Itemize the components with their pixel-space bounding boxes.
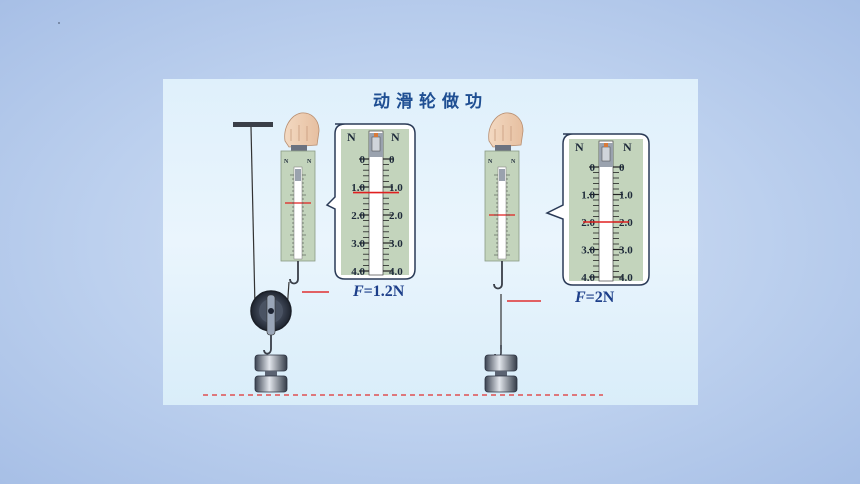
svg-text:N: N <box>307 159 312 165</box>
scale-label: 4.0 <box>581 272 595 284</box>
unit-left-b: N <box>391 130 400 144</box>
zoom-callout-right: 0 0 1.0 1.0 2.0 2.0 3.0 3.0 4.0 4.0 N N <box>545 133 650 286</box>
scale-label: 2.0 <box>351 210 365 222</box>
unit-right-a: N <box>575 140 584 154</box>
hand-right <box>488 112 524 148</box>
scale-label: 2.0 <box>389 210 403 222</box>
scale-label: 2.0 <box>619 217 633 229</box>
scale-label: 3.0 <box>619 245 633 257</box>
movable-pulley <box>250 290 292 336</box>
scale-label: 4.0 <box>389 266 403 278</box>
scale-label: 1.0 <box>581 190 595 202</box>
scale-label: 3.0 <box>581 245 595 257</box>
svg-text:N: N <box>488 159 493 165</box>
spring-scale-right: N N <box>484 145 520 262</box>
weights-left <box>254 354 288 393</box>
force-label-right: F=2N <box>575 289 614 307</box>
stray-dot <box>58 22 60 24</box>
svg-text:N: N <box>284 159 289 165</box>
spring-scale-left: N N <box>280 145 316 262</box>
pulley-hook <box>263 335 272 355</box>
fixed-rope <box>250 126 256 308</box>
svg-text:N: N <box>511 159 516 165</box>
force-symbol-left: F <box>353 283 364 300</box>
scale-label: 0 <box>389 154 395 166</box>
scale-label: 1.0 <box>389 182 403 194</box>
scale-label: 3.0 <box>351 238 365 250</box>
unit-right-b: N <box>623 140 632 154</box>
hook-left <box>289 261 299 285</box>
scale-label: 4.0 <box>619 272 633 284</box>
scale-label: 0 <box>619 162 625 174</box>
force-label-left: F=1.2N <box>353 283 404 301</box>
scale-label: 1.0 <box>619 190 633 202</box>
slide-title: 动滑轮做功 <box>373 92 488 112</box>
illustration-panel: 动滑轮做功 <box>163 79 698 405</box>
scale-label: 0 <box>360 154 366 166</box>
ceiling-bar <box>233 122 273 127</box>
force-value-right: =2N <box>585 289 615 306</box>
force-value-left: =1.2N <box>363 283 405 300</box>
scale-label: 0 <box>590 162 596 174</box>
zoom-callout-left: 0 0 1.0 1.0 2.0 2.0 3.0 3.0 4.0 4.0 N N <box>325 123 416 280</box>
weights-right <box>484 354 518 393</box>
scale-label: 4.0 <box>351 266 365 278</box>
hand-left <box>284 112 320 148</box>
scale-label: 1.0 <box>351 182 365 194</box>
unit-left-a: N <box>347 130 356 144</box>
scale-label: 3.0 <box>389 238 403 250</box>
force-symbol-right: F <box>575 289 586 306</box>
scale-label: 2.0 <box>581 217 595 229</box>
hook-right <box>493 261 503 290</box>
